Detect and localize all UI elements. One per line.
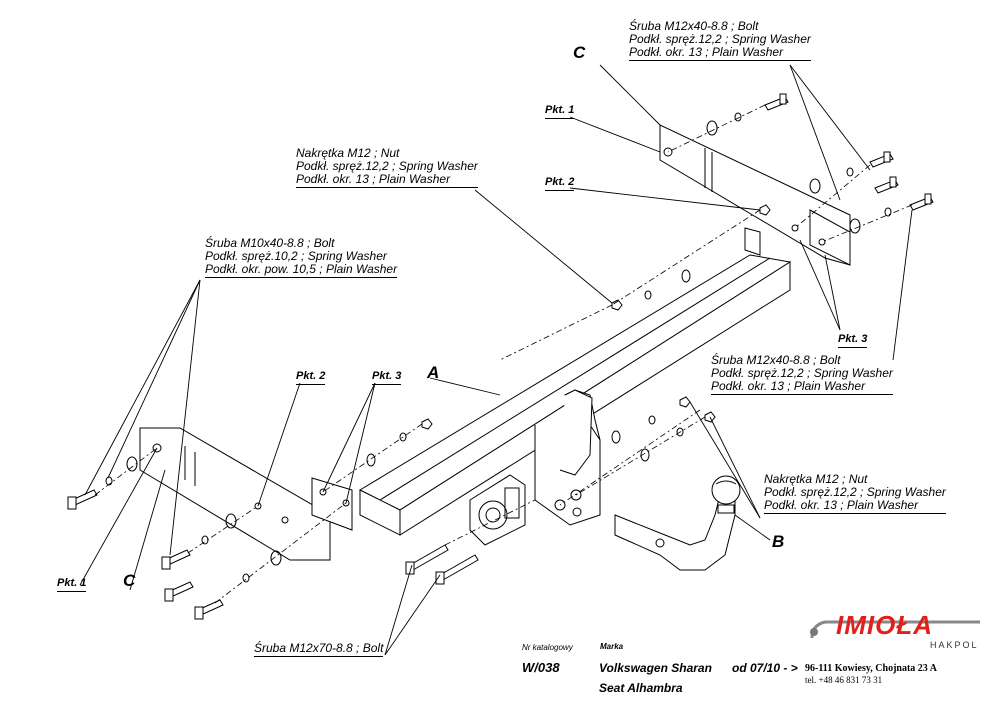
model-name-1: Volkswagen Sharan	[599, 661, 712, 675]
label-pkt1-top: Pkt. 1	[545, 104, 575, 119]
catalog-number-label: Nr katalogowy	[522, 643, 573, 652]
label-part-a: A	[427, 363, 440, 382]
label-line: Śruba M12x40-8.8 ; Bolt	[711, 353, 841, 367]
catalog-number: W/038	[522, 660, 560, 675]
label-line: Podkł. spręż.12,2 ; Spring Washer	[296, 159, 478, 173]
bolt-top-1	[764, 93, 789, 111]
label-part-c-left: C	[123, 571, 136, 590]
label-line: Nakrętka M12 ; Nut	[296, 146, 400, 160]
leader-lines	[79, 64, 913, 656]
socket-bracket	[469, 474, 526, 546]
label-line: Podkł. okr. 13 ; Plain Washer	[296, 173, 478, 188]
label-pkt3-left: Pkt. 3	[372, 370, 402, 385]
company-logo-mark	[810, 620, 980, 639]
company-phone: tel. +48 46 831 73 31	[805, 675, 883, 685]
label-line: Podkł. spręż.12,2 ; Spring Washer	[711, 366, 893, 380]
main-crossbar	[358, 227, 792, 536]
fasteners	[67, 93, 934, 620]
label-pkt2-left: Pkt. 2	[296, 370, 326, 385]
model-name-2: Seat Alhambra	[599, 681, 683, 695]
assembly-axes	[94, 104, 913, 604]
label-pkt1-left: Pkt. 1	[57, 577, 87, 592]
hook-mounting-plate	[534, 389, 601, 526]
label-bolt-m10x40: Śruba M10x40-8.8 ; Bolt Podkł. spręż.10,…	[205, 236, 398, 278]
company-logo-text: IMIOŁA	[836, 610, 933, 640]
label-line: Podkł. spręż.12,2 ; Spring Washer	[764, 485, 946, 499]
label-pkt3-right: Pkt. 3	[838, 333, 868, 348]
label-line: Śruba M10x40-8.8 ; Bolt	[205, 236, 335, 250]
label-line: Podkł. okr. 13 ; Plain Washer	[764, 499, 946, 514]
tow-ball-arm	[614, 475, 741, 571]
label-line: Podkł. okr. pow. 10,5 ; Plain Washer	[205, 262, 398, 278]
label-pkt2-top: Pkt. 2	[545, 176, 575, 191]
label-part-b: B	[772, 532, 785, 551]
left-side-bracket	[139, 427, 353, 561]
label-line: Podkł. spręż.10,2 ; Spring Washer	[205, 249, 387, 263]
right-side-bracket	[659, 124, 851, 266]
label-nut-m12-top: Nakrętka M12 ; Nut Podkł. spręż.12,2 ; S…	[296, 147, 478, 188]
label-line: Nakrętka M12 ; Nut	[764, 472, 868, 486]
label-line: Podkł. okr. 13 ; Plain Washer	[629, 46, 811, 61]
label-bolt-m12x40-right: Śruba M12x40-8.8 ; Bolt Podkł. spręż.12,…	[711, 354, 893, 395]
label-bolt-m12x40-top: Śruba M12x40-8.8 ; Bolt Podkł. spręż.12,…	[629, 20, 811, 61]
company-logo-sub: HAKPOL	[930, 640, 979, 650]
production-date: od 07/10 - >	[732, 661, 798, 675]
label-part-c-top: C	[573, 43, 586, 62]
brand-label: Marka	[600, 642, 624, 651]
company-address: 96-111 Kowiesy, Chojnata 23 A	[805, 663, 937, 674]
label-bolt-m12x70: Śruba M12x70-8.8 ; Bolt	[254, 641, 384, 657]
label-nut-m12-right: Nakrętka M12 ; Nut Podkł. spręż.12,2 ; S…	[764, 473, 946, 514]
label-line: Podkł. okr. 13 ; Plain Washer	[711, 380, 893, 395]
label-line: Śruba M12x40-8.8 ; Bolt	[629, 19, 759, 33]
label-line: Podkł. spręż.12,2 ; Spring Washer	[629, 32, 811, 46]
